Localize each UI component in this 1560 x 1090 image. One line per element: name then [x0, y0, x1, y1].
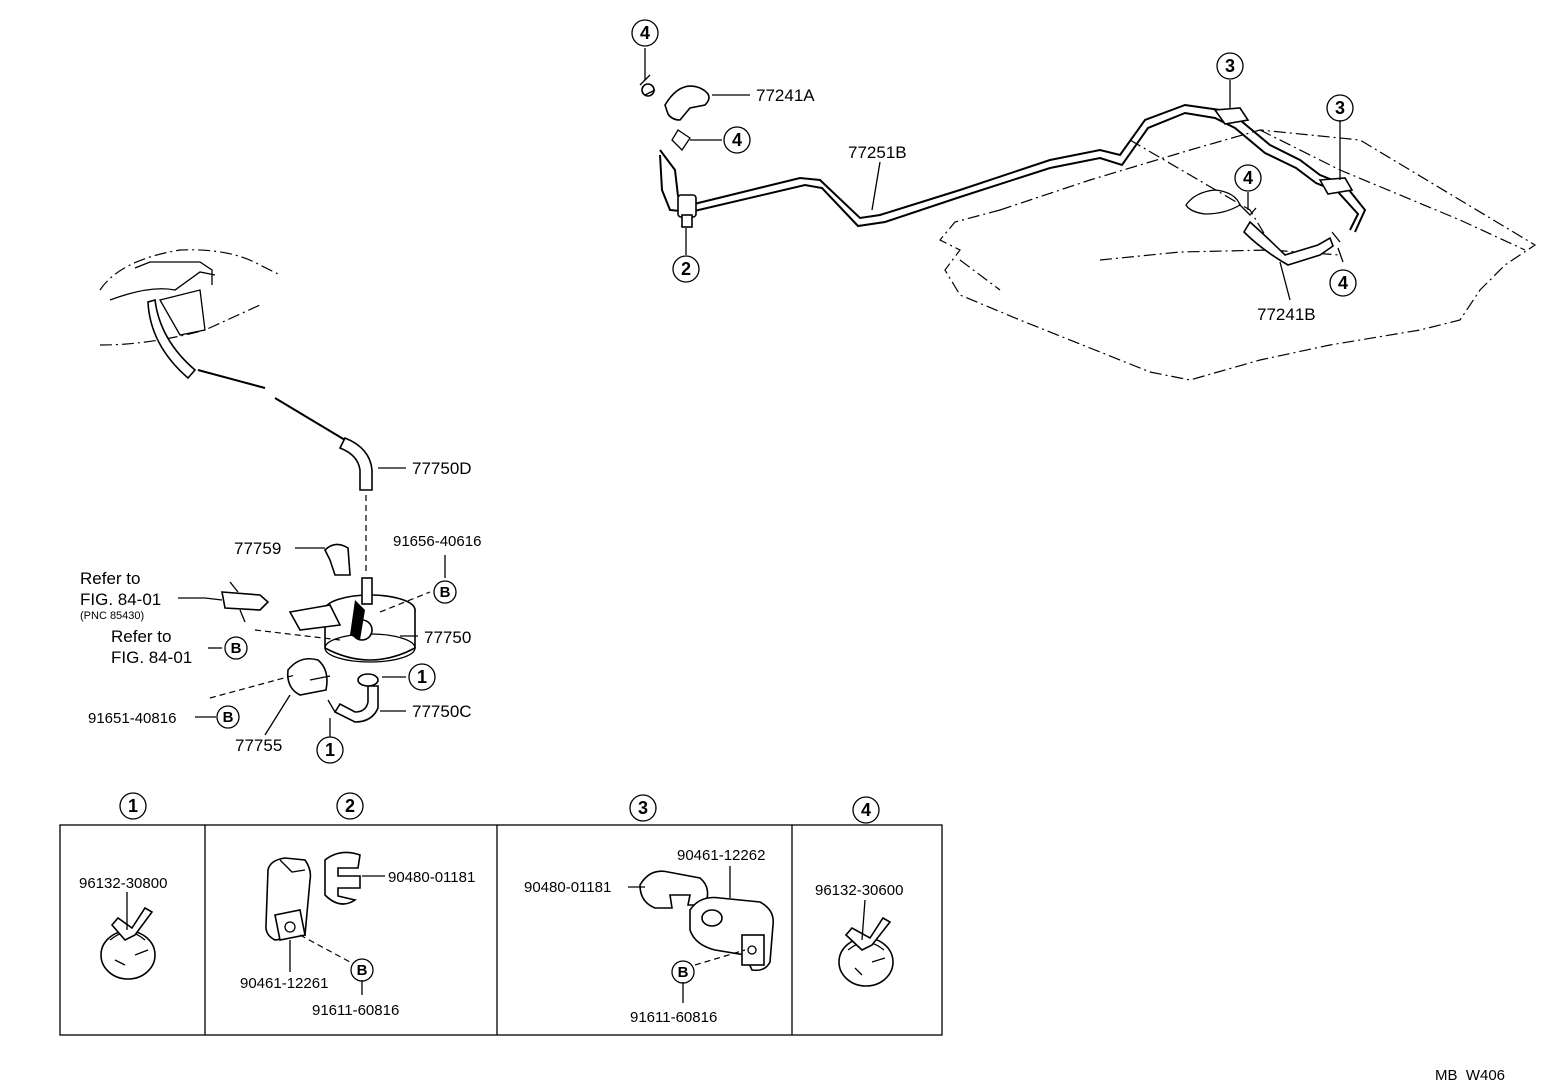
- svg-text:4: 4: [640, 23, 650, 43]
- hose-77241A: [639, 74, 710, 152]
- b-marker-cell2: B: [350, 958, 374, 982]
- bracket-90461-12262: [689, 866, 775, 972]
- table-header-4: 4: [852, 796, 880, 824]
- label-refer-2b: FIG. 84-01: [111, 648, 192, 667]
- svg-text:4: 4: [1243, 168, 1253, 188]
- pipe-bracket-2: [677, 194, 697, 228]
- pipe-bracket-3a: [1213, 107, 1250, 125]
- label-91611-60816-cell3: 91611-60816: [630, 1009, 717, 1026]
- label-90480-01181-cell3: 90480-01181: [524, 879, 611, 896]
- label-77750D: 77750D: [412, 459, 472, 478]
- label-91611-60816-cell2: 91611-60816: [312, 1002, 399, 1019]
- label-90461-12261: 90461-12261: [240, 975, 328, 992]
- engine-outline: [99, 249, 281, 346]
- pipe-bracket-3b: [1318, 177, 1354, 195]
- callout-4-upper: 4: [723, 126, 751, 154]
- clip-90480-01181-a: [324, 851, 361, 905]
- svg-text:2: 2: [681, 259, 691, 279]
- svg-text:1: 1: [128, 796, 138, 816]
- svg-text:B: B: [678, 964, 689, 981]
- callout-3-left: 3: [1216, 52, 1244, 80]
- b-marker-91656: B: [433, 580, 457, 604]
- vacuum-line-77750D: [147, 298, 373, 491]
- svg-text:3: 3: [1225, 56, 1235, 76]
- b-marker-91651: B: [216, 705, 240, 729]
- clamp-96132-30800: [100, 892, 156, 980]
- label-96132-30600: 96132-30600: [815, 882, 903, 899]
- hose-77759: [324, 543, 351, 576]
- svg-text:1: 1: [417, 667, 427, 687]
- callout-4-top-left: 4: [631, 19, 659, 47]
- leader-dash-cell3: [694, 949, 746, 966]
- svg-text:3: 3: [638, 798, 648, 818]
- svg-text:2: 2: [345, 796, 355, 816]
- label-90480-01181-cell2: 90480-01181: [388, 869, 475, 886]
- table-header-1: 1: [119, 792, 147, 820]
- callout-3-right: 3: [1326, 94, 1354, 122]
- label-refer-1a: Refer to: [80, 569, 140, 588]
- svg-text:4: 4: [861, 800, 871, 820]
- pipe-77251B: [659, 103, 1367, 233]
- callout-4-tank: 4: [1234, 164, 1262, 192]
- label-refer-1b: FIG. 84-01: [80, 590, 161, 609]
- svg-text:1: 1: [325, 740, 335, 760]
- clamp-96132-30600: [838, 899, 894, 987]
- svg-text:B: B: [223, 709, 234, 726]
- label-77755: 77755: [235, 736, 282, 755]
- label-77750C: 77750C: [412, 702, 472, 721]
- callout-1-lower: 1: [316, 736, 344, 764]
- clip-table: [59, 824, 943, 1036]
- callout-1-canister: 1: [408, 663, 436, 691]
- hose-77750C: [327, 673, 379, 723]
- label-77241A: 77241A: [756, 86, 815, 105]
- label-96132-30800: 96132-30800: [79, 875, 167, 892]
- label-77759: 77759: [234, 539, 281, 558]
- drawing-code: MB W406: [1435, 1067, 1505, 1084]
- table-header-2: 2: [336, 792, 364, 820]
- leader-lines-top: [644, 48, 1344, 301]
- label-77251B: 77251B: [848, 143, 907, 162]
- canister-77750: [288, 577, 416, 663]
- bracket-90461-12261: [265, 857, 312, 941]
- leader-dash-4: [379, 591, 431, 613]
- label-refer-1c: (PNC 85430): [80, 610, 144, 622]
- leader-dash-cell2: [299, 934, 351, 963]
- label-77241B: 77241B: [1257, 305, 1316, 324]
- svg-text:4: 4: [1338, 273, 1348, 293]
- b-marker-cell3: B: [671, 960, 695, 984]
- leader-dash-2: [209, 674, 296, 699]
- label-91656-40616: 91656-40616: [393, 533, 481, 550]
- label-91651-40816: 91651-40816: [88, 710, 176, 727]
- label-refer-2a: Refer to: [111, 627, 171, 646]
- svg-text:B: B: [357, 962, 368, 979]
- svg-text:B: B: [231, 640, 242, 657]
- label-90461-12262: 90461-12262: [677, 847, 765, 864]
- b-marker-refer: B: [224, 636, 248, 660]
- vsv-component: [204, 581, 270, 623]
- table-header-3: 3: [629, 794, 657, 822]
- callout-2-top: 2: [672, 255, 700, 283]
- bracket-77755: [286, 657, 331, 696]
- svg-text:B: B: [440, 584, 451, 601]
- svg-text:3: 3: [1335, 98, 1345, 118]
- hose-77241B: [1239, 204, 1341, 266]
- label-77750: 77750: [424, 628, 471, 647]
- clip-90480-01181-b: [639, 870, 709, 909]
- callout-4-tank-lower: 4: [1329, 269, 1357, 297]
- leader-dash-3: [254, 629, 341, 641]
- svg-text:4: 4: [732, 130, 742, 150]
- leader-lines-left: [178, 467, 446, 737]
